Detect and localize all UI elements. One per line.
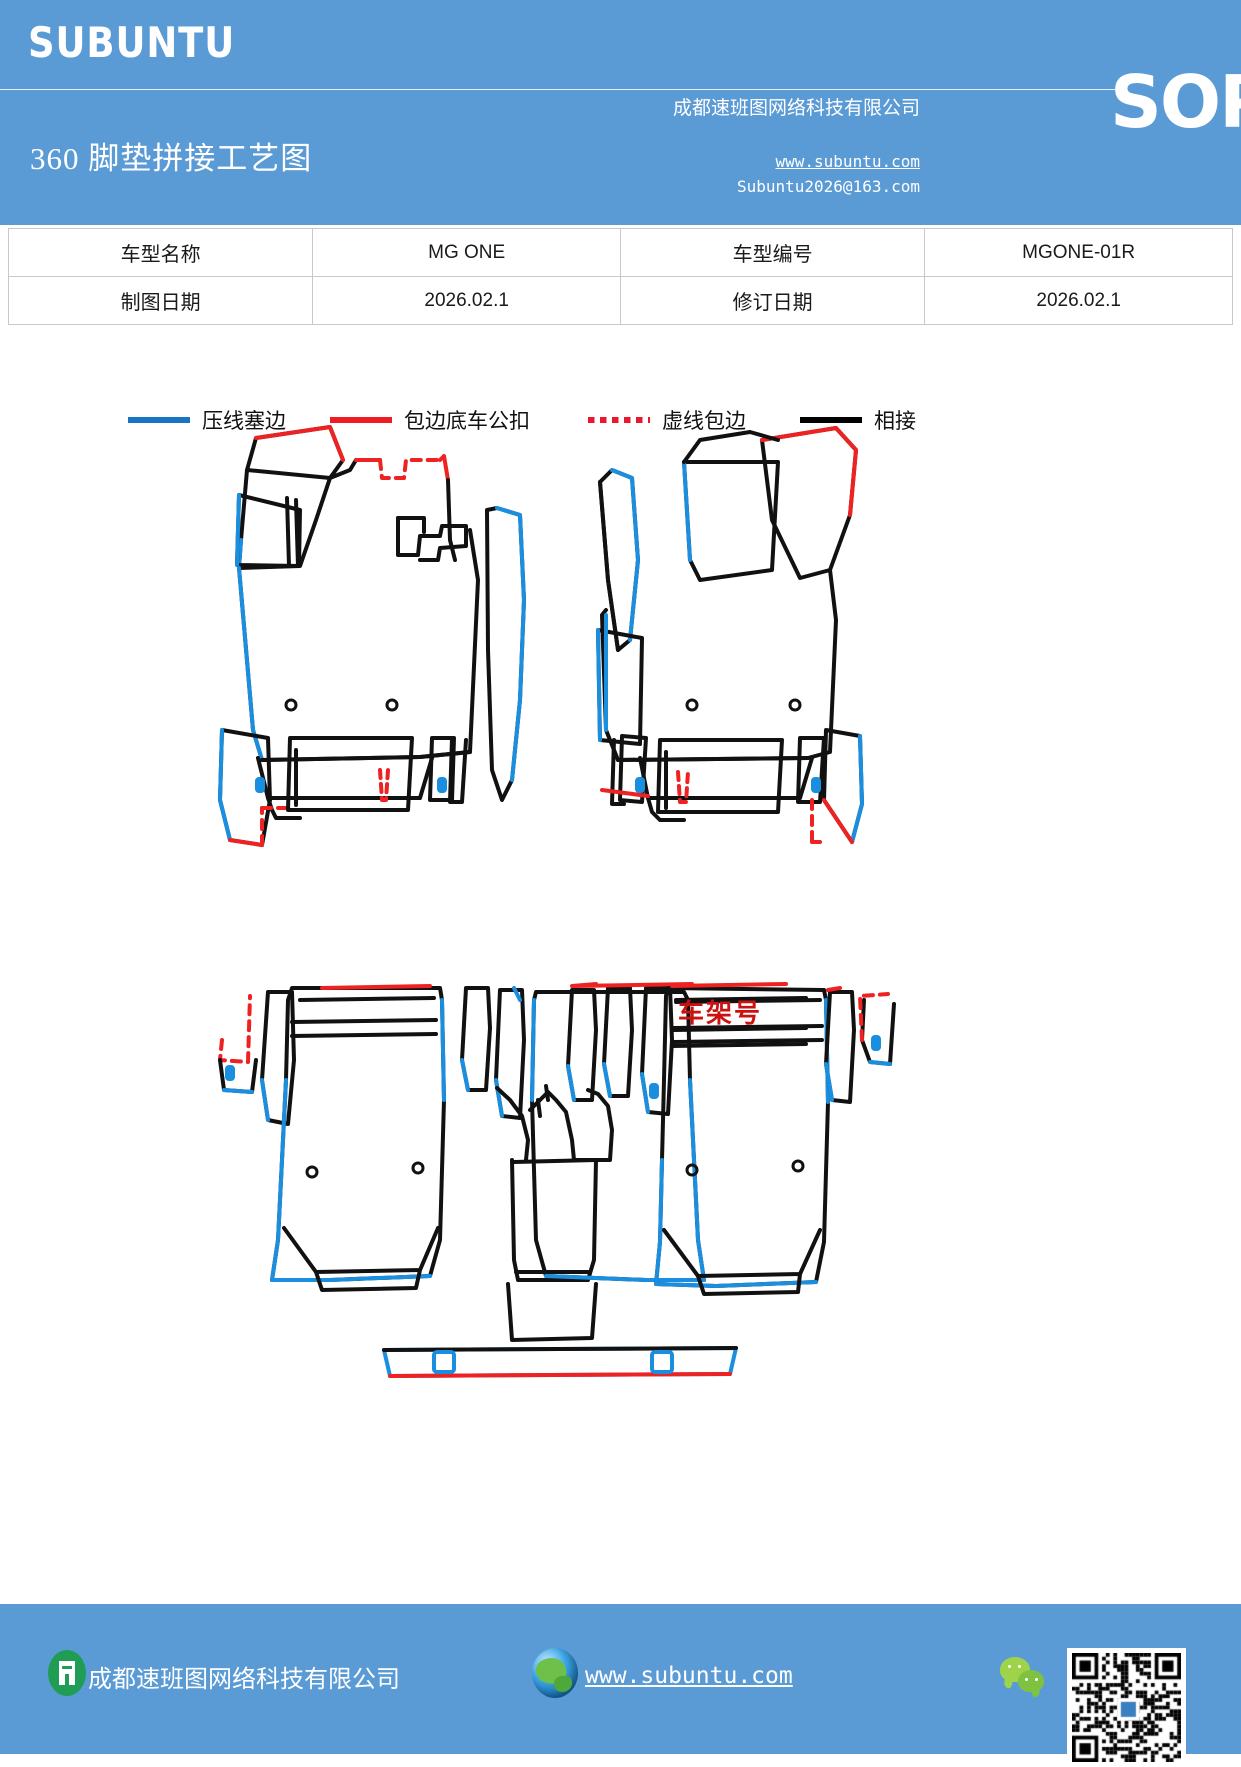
value-model-name: MG ONE: [312, 228, 621, 277]
wechat-icon: [1000, 1657, 1050, 1697]
legend-item-seam: 压线塞边: [128, 405, 286, 435]
label-revision-date: 修订日期: [619, 276, 926, 325]
legend-label-edge-clip: 包边底车公扣: [404, 409, 530, 433]
legend-item-dashed-edge: 虚线包边: [588, 405, 746, 435]
label-model-name: 车型名称: [7, 228, 314, 277]
legend-swatch-red-line-icon: [330, 417, 392, 423]
page-header: SUBUNTU 360 脚垫拼接工艺图 成都速班图网络科技有限公司 www.su…: [0, 0, 1241, 225]
annotation-vin-label: 车架号: [678, 998, 762, 1028]
legend-label-join: 相接: [874, 409, 916, 433]
footer-company-name: 成都速班图网络科技有限公司: [88, 1667, 400, 1693]
footer-website-link[interactable]: www.subuntu.com: [585, 1663, 793, 1689]
page-title: 360 脚垫拼接工艺图: [30, 141, 313, 176]
mat-group-front-left: [218, 425, 526, 847]
header-company-name: 成都速班图网络科技有限公司: [672, 98, 920, 119]
vehicle-info-table: 车型名称 MG ONE 车型编号 MGONE-01R 制图日期 2026.02.…: [7, 228, 1233, 325]
mat-pattern-svg: 车架号: [218, 425, 896, 1378]
mat-group-front-right: [596, 426, 864, 844]
floor-mat-technical-drawing: 车架号: [0, 400, 1241, 1430]
legend-swatch-black-line-icon: [800, 417, 862, 423]
value-draw-date: 2026.02.1: [312, 276, 621, 325]
legend-swatch-blue-line-icon: [128, 417, 190, 423]
table-row: 制图日期 2026.02.1 修订日期 2026.02.1: [7, 276, 1233, 325]
header-email: Subuntu2026@163.com: [736, 177, 920, 196]
mat-group-rear-row: [218, 982, 896, 1378]
label-draw-date: 制图日期: [7, 276, 314, 325]
header-website-link[interactable]: www.subuntu.com: [775, 152, 921, 171]
company-building-icon: [48, 1650, 86, 1696]
header-divider: [0, 89, 1120, 90]
qr-code: [1067, 1648, 1186, 1767]
page-footer: 成都速班图网络科技有限公司 www.subuntu.com: [0, 1604, 1241, 1767]
legend-item-edge-clip: 包边底车公扣: [330, 405, 530, 435]
table-row: 车型名称 MG ONE 车型编号 MGONE-01R: [7, 228, 1233, 277]
value-model-code: MGONE-01R: [924, 228, 1233, 277]
legend-item-join: 相接: [800, 405, 916, 435]
legend-label-dashed-edge: 虚线包边: [662, 409, 746, 433]
legend: 压线塞边 包边底车公扣 虚线包边 相接: [0, 405, 1241, 447]
sop-badge: SOP: [1110, 60, 1241, 144]
globe-icon: [532, 1648, 578, 1698]
value-revision-date: 2026.02.1: [924, 276, 1233, 325]
label-model-code: 车型编号: [619, 228, 926, 277]
legend-label-seam: 压线塞边: [202, 409, 286, 433]
legend-swatch-red-dashed-icon: [588, 417, 650, 423]
brand-logo: SUBUNTU: [28, 18, 236, 67]
